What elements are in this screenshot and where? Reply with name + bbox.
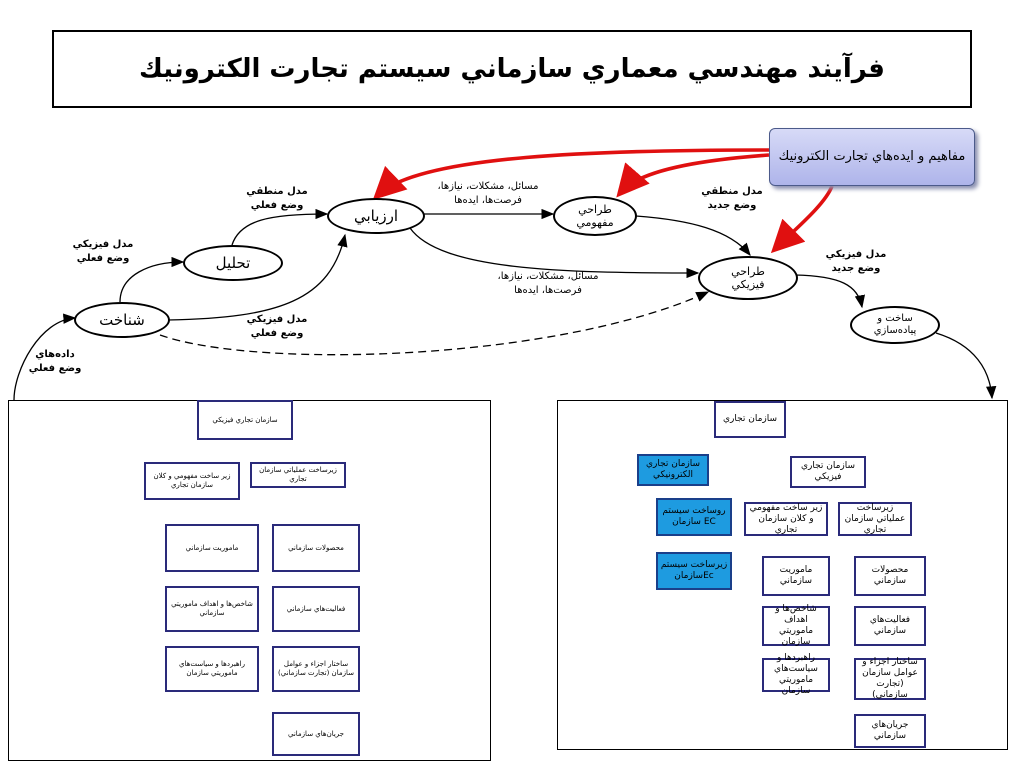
right-org-flows: جريان‌هاي سازماني [854,714,926,748]
left-org-mission-strategies: راهبردها و سياست‌هاي ماموريتي سازمان [165,646,259,692]
right-org-operational-infra: زيرساخت عملياتي سازمان تجاري [838,502,912,536]
left-org-products: محصولات سازماني [272,524,360,572]
arrow-conceptual-physical [635,215,751,257]
right-org-activities: فعاليت‌هاي سازماني [854,606,926,646]
left-org-conceptual-infra: زير ساخت مفهومي و كلان سازمان تجاري [144,462,240,500]
left-org-flows: جريان‌هاي سازماني [272,712,360,756]
right-org-mission-goals: شاخص‌ها و اهداف ماموريتي سازمان [762,604,830,647]
arrow-physical-build [794,274,866,309]
current-state-org-panel [8,400,491,761]
arrow-input-data [13,313,77,401]
right-org-mission: ماموريت سازماني [762,556,830,596]
red-arrow-to-conceptual [616,153,770,198]
right-org-ec-superstructure: روساخت سيستم EC سازمان [656,498,732,536]
left-org-mission-goals: شاخص‌ها و اهداف ماموريتي سازماني [165,586,259,632]
left-org-root: سازمان تجاري فيزيكي [197,400,293,440]
label-new-physical-model: مدل فيزيكي وضع جديد [825,249,887,274]
node-evaluation: ارزيابي [327,198,425,234]
left-org-structure: ساختار اجزاء و عوامل سازمان (تجارت سازما… [272,646,360,692]
right-org-physical-organization: سازمان تجاري فيزيكي [790,456,866,488]
arrow-recognition-evaluation [167,233,348,321]
node-conceptual-design: طراحي مفهومي [553,196,637,236]
label-current-physical-model-1: مدل فيزيكي وضع فعلي [72,239,134,264]
right-org-products: محصولات سازماني [854,556,926,596]
label-new-logical-model: مدل منطقي وضع جديد [701,186,763,211]
arrow-build-panel [935,332,997,400]
node-analysis: تحليل [183,245,283,281]
left-org-mission: ماموريت سازماني [165,524,259,572]
right-org-structure: ساختار اجزاء و عوامل سازمان (تجارت سازما… [854,657,926,700]
arrow-analysis-evaluation [231,208,329,246]
right-org-root: سازمان تجاري [714,401,786,438]
ec-concepts-callout: مفاهيم و ايده‌هاي تجارت الكترونيك [769,128,975,186]
left-org-activities: فعاليت‌هاي سازماني [272,586,360,632]
red-arrow-to-evaluation [372,148,770,200]
right-org-ec-infrastructure: زيرساخت سيستم Ecسازمان [656,552,732,590]
label-issues-bottom: مسائل، مشكلات، نيازها، فرصت‌ها، ايده‌ها [497,271,599,296]
arrow-evaluation-physical [409,227,700,279]
right-org-mission-strategies: راهبردها و سياست‌هاي ماموريتي سازمان [762,653,830,696]
node-recognition: شناخت [74,302,170,338]
node-build: ساخت و پيادەسازي [850,306,940,344]
label-current-physical-model-2: مدل فيزيكي وضع فعلي [246,314,308,339]
red-arrow-to-physical [770,185,834,254]
arrow-recognition-analysis [119,256,185,303]
label-input-data: داده‌هاي وضع فعلي [28,349,82,374]
node-physical-design: طراحي فيزيكي [698,256,798,300]
right-org-conceptual-infra: زير ساخت مفهومي و كلان سازمان تجاري [744,502,828,536]
label-issues-top: مسائل، مشكلات، نيازها، فرصت‌ها، ايده‌ها [437,181,539,206]
left-org-operational-infra: زيرساخت عملياتي سازمان تجاري [250,462,346,488]
diagram-title: فرآيند مهندسي معماري سازماني سيستم تجارت… [52,30,972,108]
right-org-ec-organization: سازمان تجاري الكترونيكي [637,454,709,486]
arrow-recognition-physical-dashed [159,291,710,356]
label-current-logical-model: مدل منطقي وضع فعلي [246,186,308,211]
